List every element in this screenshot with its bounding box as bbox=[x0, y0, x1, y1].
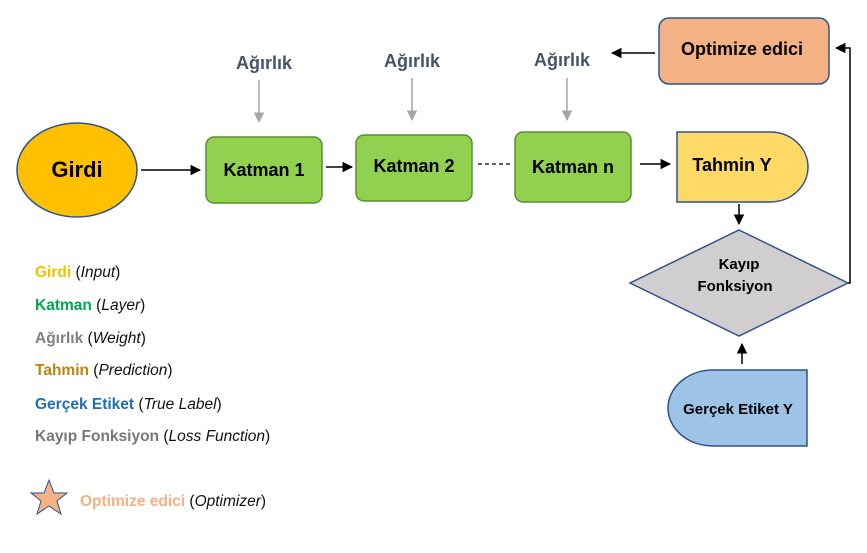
arrow-loss-to-optimizer bbox=[834, 42, 851, 284]
weight-label-1: Ağırlık bbox=[236, 53, 293, 73]
input-node-label: Girdi bbox=[51, 157, 102, 182]
optimizer-star-icon bbox=[29, 478, 69, 516]
legend-translation-layer: Layer bbox=[101, 297, 141, 314]
legend-term-prediction: Tahmin bbox=[35, 362, 89, 379]
legend-translation-prediction: Prediction bbox=[98, 362, 168, 379]
legend-term-loss-function: Kayıp Fonksiyon bbox=[35, 428, 160, 445]
legend-translation-input: Input bbox=[80, 264, 116, 281]
legend-item-layer: Katman (Layer) bbox=[35, 297, 146, 314]
prediction-label: Tahmin Y bbox=[692, 155, 771, 175]
legend-term-weight: Ağırlık bbox=[35, 330, 84, 347]
legend-term-input: Girdi bbox=[35, 264, 72, 281]
layer-2-node bbox=[355, 134, 473, 202]
legend-item-weight: Ağırlık (Weight) bbox=[35, 330, 146, 347]
legend-term-true-label: Gerçek Etiket bbox=[35, 396, 135, 413]
optimizer-node bbox=[658, 17, 830, 85]
legend-item-prediction: Tahmin (Prediction) bbox=[35, 362, 173, 379]
legend-item-optimizer: Optimize edici (Optimizer) bbox=[80, 493, 267, 510]
legend-translation-true-label: True Label bbox=[143, 396, 217, 413]
legend-term-optimizer: Optimize edici bbox=[80, 493, 186, 510]
prediction-node bbox=[676, 131, 809, 203]
legend-item-true-label: Gerçek Etiket (True Label) bbox=[35, 396, 222, 413]
legend-item-loss-function: Kayıp Fonksiyon (Loss Function) bbox=[35, 428, 271, 445]
layer-1-node bbox=[205, 136, 323, 204]
legend-translation-optimizer: Optimizer bbox=[194, 493, 261, 510]
layer-1-label: Katman 1 bbox=[223, 160, 304, 180]
loss-function-node bbox=[628, 229, 850, 337]
true-label-label: Gerçek Etiket Y bbox=[683, 401, 793, 418]
legend-translation-loss-function: Loss Function bbox=[168, 428, 266, 445]
loss-function-label-line1: Kayıp bbox=[719, 256, 760, 273]
layer-n-label: Katman n bbox=[532, 157, 614, 177]
input-node bbox=[16, 122, 138, 218]
layer-n-node bbox=[514, 131, 632, 203]
legend-translation-weight: Weight bbox=[92, 330, 141, 347]
legend-item-input: Girdi (Input) bbox=[35, 264, 121, 281]
optimizer-label: Optimize edici bbox=[681, 39, 803, 59]
layer-2-label: Katman 2 bbox=[373, 156, 454, 176]
weight-label-3: Ağırlık bbox=[534, 50, 591, 70]
true-label-node bbox=[667, 369, 808, 447]
weight-label-2: Ağırlık bbox=[384, 51, 441, 71]
loss-function-label-line2: Fonksiyon bbox=[697, 278, 772, 295]
legend-term-layer: Katman bbox=[35, 297, 92, 314]
